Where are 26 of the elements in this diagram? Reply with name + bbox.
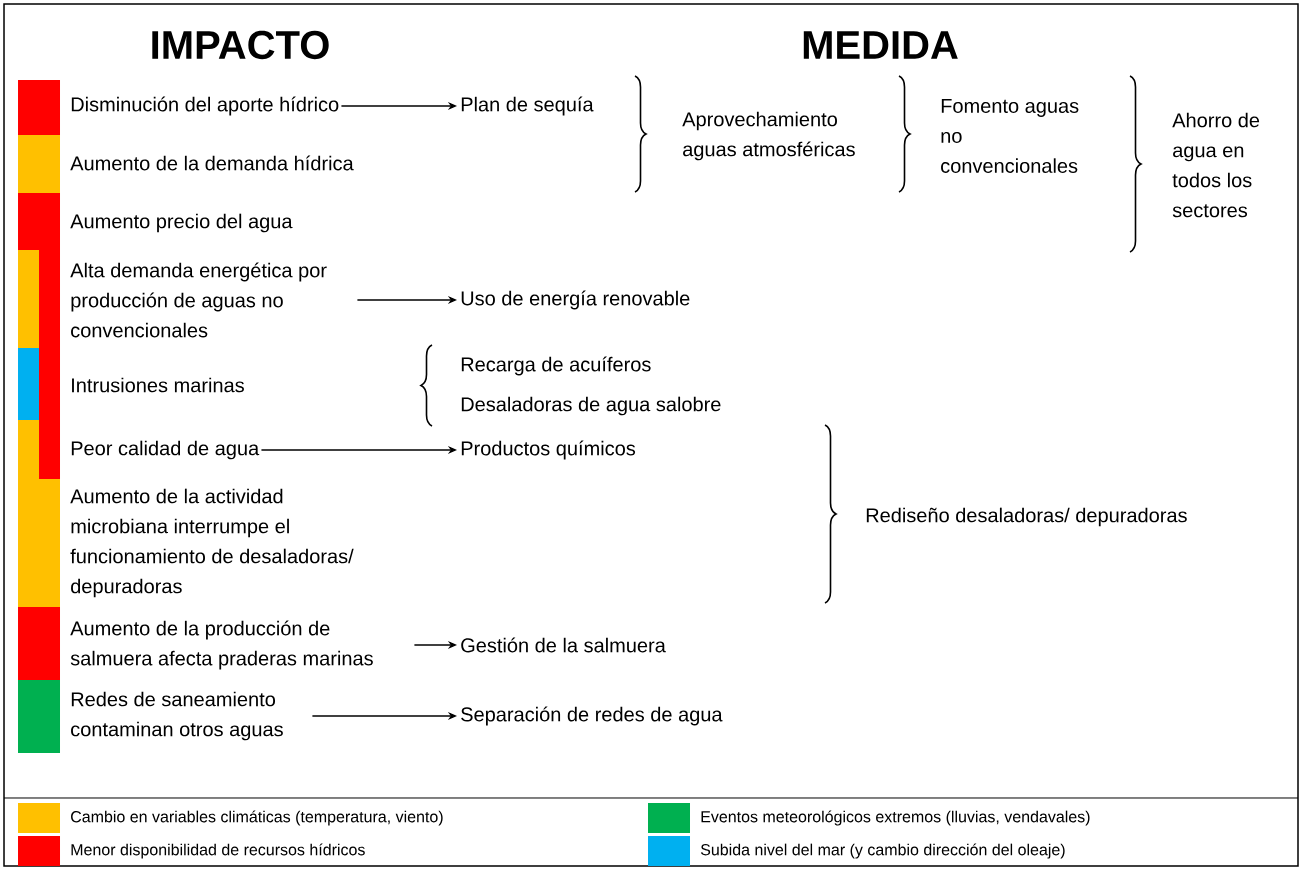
legend-text: Eventos meteorológicos extremos (lluvias, vendavales) [701,810,1090,826]
measure-text: Uso de energía renovable [461,290,690,310]
measure-text: Productos químicos [461,440,636,460]
measure-text: Fomento aguas no convencionales [941,99,1079,173]
measure-text: Separación de redes de agua [461,706,723,726]
measure-text: Aprovechamiento aguas atmosféricas [682,111,855,161]
measure-text: Rediseño desaladoras/ depuradoras [866,507,1187,527]
measure-text: Ahorro de agua en todos los sectores [1172,112,1260,218]
impact-text: Peor calidad de agua [71,440,260,460]
impact-text: Redes de saneamiento contaminan otros aguas [71,691,283,741]
legend-text: Cambio en variables climáticas (temperatura, viento) [71,810,443,826]
measure-text: Plan de sequía [461,96,594,116]
impact-text: Alta demanda energética por producción de aguas no convencionales [70,262,327,338]
impact-text: Aumento precio del agua [70,213,293,233]
impact-text: Disminución del aporte hídrico [71,96,339,116]
column-heading: MEDIDA [803,31,958,59]
measure-text: Desaladoras de agua salobre [461,396,721,416]
legend-text: Subida nivel del mar (y cambio dirección del oleaje) [700,843,1065,859]
impact-text: Aumento de la producción de salmuera afecta praderas marinas [70,620,373,670]
impact-text: Aumento de la actividad microbiana interrumpe el funcionamiento de desaladoras/ depuradoras [70,488,354,598]
measure-text: Gestión de la salmuera [461,637,666,653]
impact-text: Intrusiones marinas [72,377,244,393]
column-heading: IMPACTO [152,30,329,60]
legend-text: Menor disponibilidad de recursos hídricos [71,843,365,859]
measure-text: Recarga de acuíferos [461,356,651,376]
impact-text: Aumento de la demanda hídrica [70,155,354,171]
